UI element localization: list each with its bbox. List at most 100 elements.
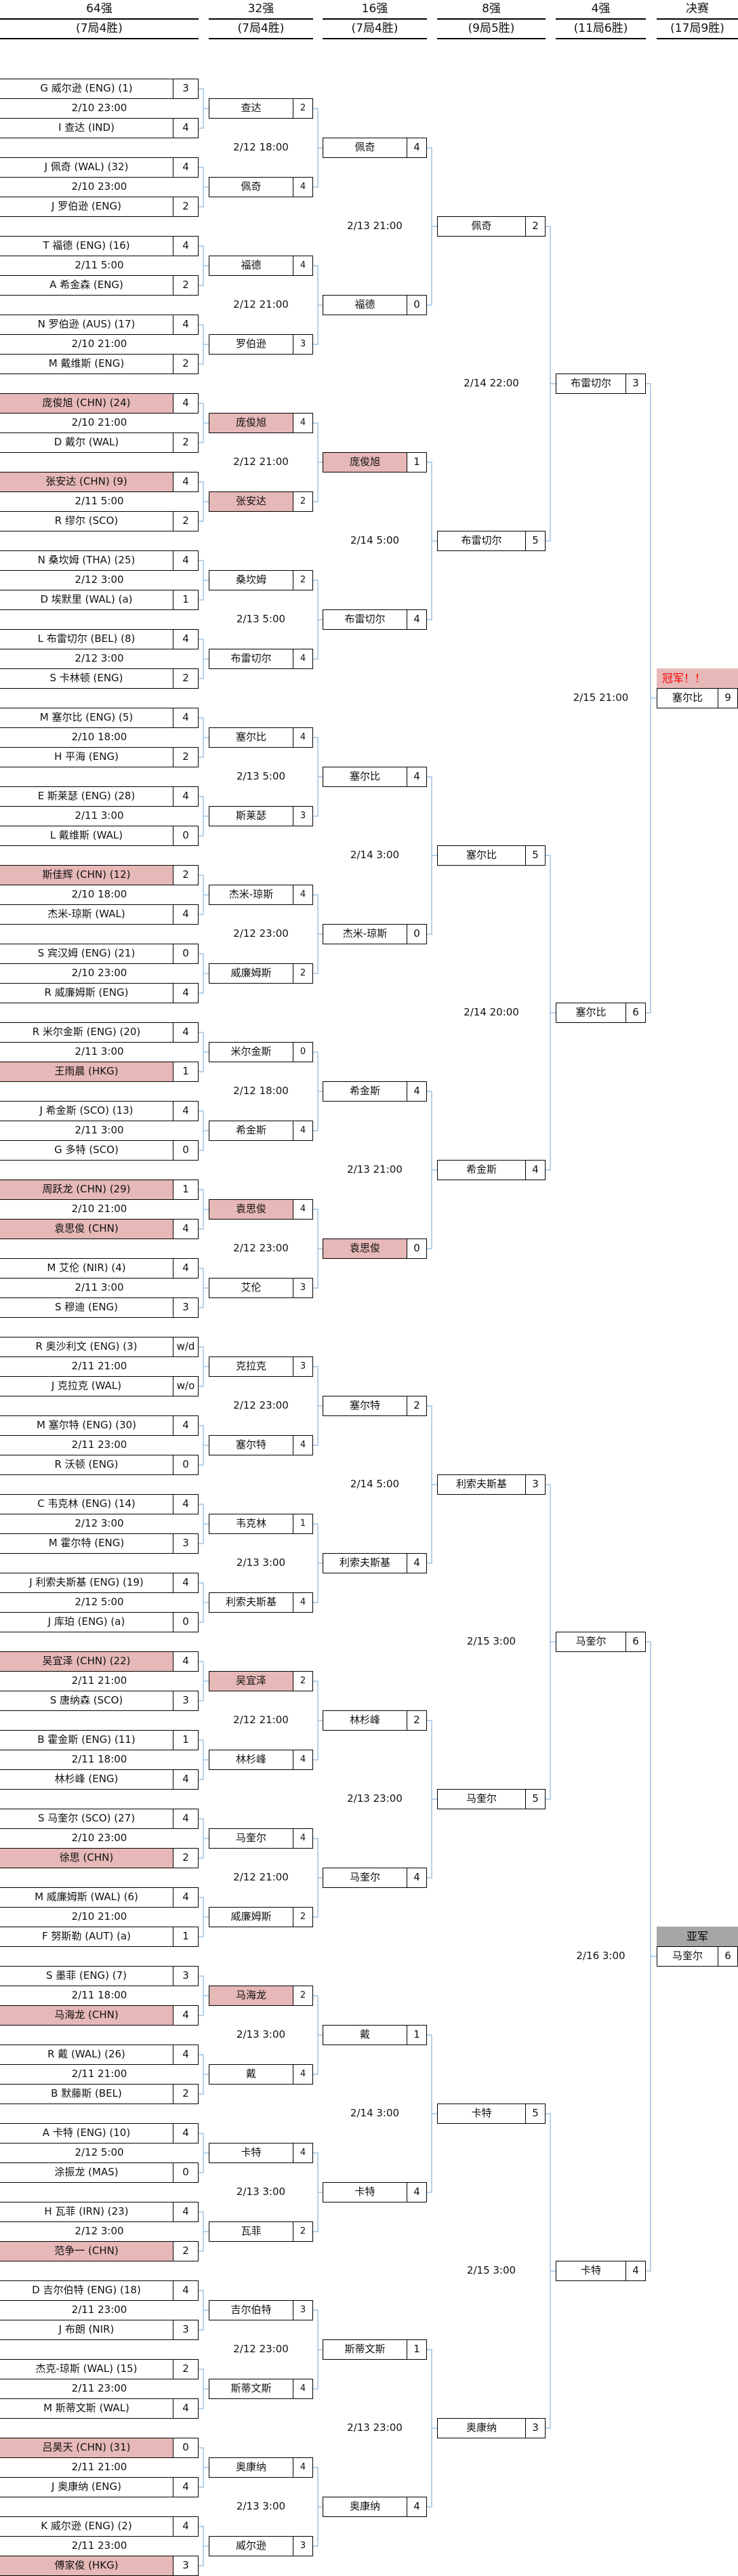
player-entry[interactable]: 马海龙 (CHN)4: [0, 2005, 199, 2026]
player-entry[interactable]: 范争一 (CHN)2: [0, 2241, 199, 2261]
player-entry[interactable]: R 威廉姆斯 (ENG)4: [0, 983, 199, 1003]
player-entry[interactable]: G 威尔逊 (ENG) (1)3: [0, 79, 199, 99]
player-entry[interactable]: M 斯蒂文斯 (WAL)4: [0, 2398, 199, 2419]
player-entry[interactable]: R 戴 (WAL) (26)4: [0, 2045, 199, 2065]
player-entry[interactable]: 吴宜泽 (CHN) (22)4: [0, 1651, 199, 1672]
player-entry[interactable]: 徐思 (CHN)2: [0, 1848, 199, 1868]
player-entry[interactable]: I 查达 (IND)4: [0, 118, 199, 138]
player-entry[interactable]: T 福德 (ENG) (16)4: [0, 236, 199, 256]
player-entry[interactable]: S 唐纳森 (SCO)3: [0, 1691, 199, 1711]
player-entry[interactable]: M 戴维斯 (ENG)2: [0, 354, 199, 374]
player-entry[interactable]: D 埃默里 (WAL) (a)1: [0, 590, 199, 610]
player-entry[interactable]: R 沃顿 (ENG)0: [0, 1455, 199, 1475]
player-entry[interactable]: S 穆迪 (ENG)3: [0, 1297, 199, 1318]
player-entry[interactable]: H 瓦菲 (IRN) (23)4: [0, 2202, 199, 2222]
player-entry[interactable]: 斯佳辉 (CHN) (12)2: [0, 865, 199, 885]
player-entry[interactable]: S 马奎尔 (SCO) (27)4: [0, 1809, 199, 1829]
player-entry[interactable]: S 卡林顿 (ENG)2: [0, 668, 199, 689]
player-entry[interactable]: J 佩奇 (WAL) (32)4: [0, 157, 199, 178]
player-entry[interactable]: C 韦克林 (ENG) (14)4: [0, 1494, 199, 1514]
player-entry[interactable]: D 吉尔伯特 (ENG) (18)4: [0, 2280, 199, 2301]
player-entry[interactable]: 袁思俊 (CHN)4: [0, 1219, 199, 1239]
player-entry[interactable]: 涂振龙 (MAS)0: [0, 2162, 199, 2183]
player-entry[interactable]: M 塞尔特 (ENG) (30)4: [0, 1415, 199, 1436]
player-entry[interactable]: L 布雷切尔 (BEL) (8)4: [0, 629, 199, 649]
player-entry[interactable]: S 墨菲 (ENG) (7)3: [0, 1966, 199, 1986]
player-entry[interactable]: D 戴尔 (WAL)2: [0, 432, 199, 453]
player-entry[interactable]: A 卡特 (ENG) (10)4: [0, 2123, 199, 2144]
player-entry[interactable]: L 戴维斯 (WAL)0: [0, 826, 199, 846]
player-entry[interactable]: G 多特 (SCO)0: [0, 1140, 199, 1161]
player-entry[interactable]: R 奥沙利文 (ENG) (3)w/d: [0, 1337, 199, 1357]
player-entry[interactable]: B 霍金斯 (ENG) (11)1: [0, 1730, 199, 1750]
player-entry[interactable]: 林杉峰 (ENG)4: [0, 1769, 199, 1790]
player-entry[interactable]: 庞俊旭 (CHN) (24)4: [0, 393, 199, 414]
player-entry[interactable]: N 罗伯逊 (AUS) (17)4: [0, 315, 199, 335]
player-entry[interactable]: 杰克-琼斯 (WAL) (15)2: [0, 2359, 199, 2379]
player-entry[interactable]: J 库珀 (ENG) (a)0: [0, 1612, 199, 1632]
player-entry[interactable]: 王雨晨 (HKG)1: [0, 1062, 199, 1082]
player-entry[interactable]: B 默藤斯 (BEL)2: [0, 2084, 199, 2104]
player-entry[interactable]: J 布朗 (NIR)3: [0, 2320, 199, 2340]
player-entry[interactable]: J 希金斯 (SCO) (13)4: [0, 1101, 199, 1121]
player-entry[interactable]: M 霍尔特 (ENG)3: [0, 1533, 199, 1554]
player-entry[interactable]: H 平海 (ENG)2: [0, 747, 199, 767]
player-entry[interactable]: A 希金森 (ENG)2: [0, 275, 199, 296]
player-entry[interactable]: E 斯莱瑟 (ENG) (28)4: [0, 786, 199, 807]
player-entry[interactable]: S 宾汉姆 (ENG) (21)0: [0, 944, 199, 964]
player-entry[interactable]: M 塞尔比 (ENG) (5)4: [0, 708, 199, 728]
player-entry[interactable]: 周跃龙 (CHN) (29)1: [0, 1180, 199, 1200]
player-entry[interactable]: K 威尔逊 (ENG) (2)4: [0, 2516, 199, 2537]
player-entry[interactable]: M 威廉姆斯 (WAL) (6)4: [0, 1887, 199, 1908]
player-entry[interactable]: R 缪尔 (SCO)2: [0, 511, 199, 531]
